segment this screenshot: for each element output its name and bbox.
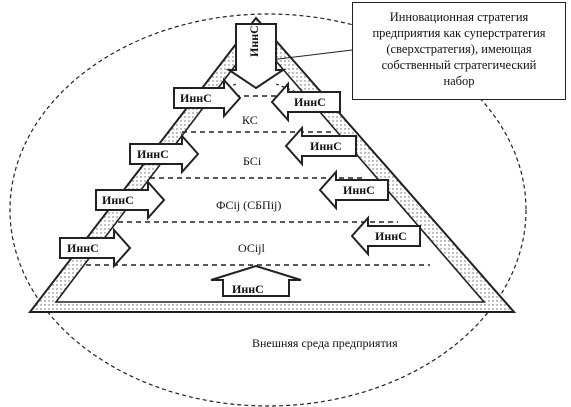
arrow-left-2-label: ИннС — [137, 147, 169, 161]
level-label-fs: ФСij (СБПij) — [216, 198, 282, 212]
level-label-ks: КС — [242, 113, 258, 127]
arrow-bottom — [210, 264, 302, 297]
arrow-right-3-label: ИннС — [343, 183, 375, 197]
callout-box: Инновационная стратегия предприятия как … — [352, 2, 566, 100]
arrow-right-2 — [284, 125, 357, 167]
arrow-right-4 — [350, 215, 421, 257]
arrow-top-label: ИннС — [247, 25, 261, 57]
callout-line-2: предприятия как суперстратегия — [372, 26, 546, 40]
callout-line-3: (сверхстратегия), имеющая — [386, 42, 532, 56]
arrow-left-1 — [173, 77, 242, 119]
arrow-right-1 — [270, 81, 341, 123]
callout-line-1: Инновационная стратегия — [389, 10, 529, 24]
callout-line-5: набор — [443, 74, 475, 88]
arrow-left-2 — [129, 133, 200, 175]
arrow-right-2-label: ИннС — [310, 139, 342, 153]
environment-ellipse — [9, 13, 527, 407]
arrow-bottom-label: ИннС — [232, 282, 264, 296]
arrow-top — [225, 23, 287, 90]
arrow-right-1-label: ИннС — [294, 95, 326, 109]
arrow-left-1-label: ИннС — [180, 91, 212, 105]
callout-line-4: собственный стратегический — [381, 58, 537, 72]
level-label-bs: БСi — [243, 154, 262, 168]
arrow-right-3 — [318, 169, 389, 211]
arrow-left-3 — [95, 179, 166, 221]
arrow-left-4 — [59, 227, 132, 269]
arrow-right-4-label: ИннС — [375, 229, 407, 243]
level-label-os: ОСijl — [238, 241, 265, 255]
arrow-left-3-label: ИннС — [102, 193, 134, 207]
arrow-left-4-label: ИннС — [67, 241, 99, 255]
environment-caption: Внешняя среда предприятия — [252, 336, 398, 350]
